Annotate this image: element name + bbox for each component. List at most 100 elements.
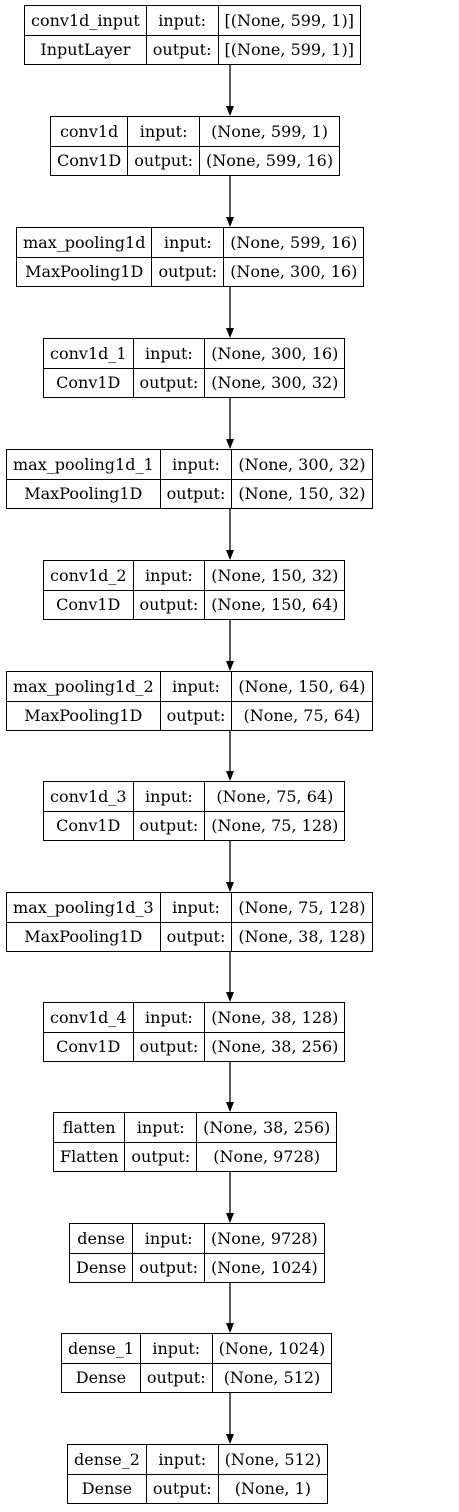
input-label: input: — [132, 338, 206, 369]
layer-name: dense_2 — [67, 1444, 147, 1475]
arrow-head — [226, 328, 234, 338]
input-label: input: — [132, 781, 206, 812]
output-label: output: — [151, 256, 225, 287]
input-shape: (None, 9728) — [204, 1223, 325, 1254]
layer-node-dense-2: dense_2 input: (None, 512) Dense output:… — [67, 1444, 329, 1504]
input-shape: (None, 150, 32) — [204, 560, 346, 591]
layer-node-conv1d-3: conv1d_3 input: (None, 75, 64) Conv1D ou… — [43, 781, 346, 841]
arrow-head — [226, 992, 234, 1002]
input-label: input: — [127, 116, 200, 147]
layer-type: Conv1D — [43, 810, 134, 841]
layer-type: MaxPooling1D — [6, 478, 161, 509]
layer-name: max_pooling1d_2 — [6, 671, 161, 702]
output-shape: [(None, 599, 1)] — [217, 34, 361, 65]
layer-name: conv1d_1 — [43, 338, 134, 369]
layer-name: max_pooling1d_3 — [6, 892, 161, 923]
layer-name: conv1d_2 — [43, 560, 134, 591]
layer-type: Conv1D — [43, 589, 134, 620]
input-shape: (None, 599, 1) — [198, 116, 341, 147]
output-shape: (None, 150, 32) — [231, 478, 373, 509]
layer-node-conv1d-1: conv1d_1 input: (None, 300, 16) Conv1D o… — [43, 338, 346, 398]
layer-node-flatten: flatten input: (None, 38, 256) Flatten o… — [52, 1112, 338, 1172]
input-shape: (None, 1024) — [211, 1333, 333, 1364]
input-shape: (None, 75, 64) — [204, 781, 346, 812]
layer-type: Conv1D — [43, 367, 134, 398]
output-label: output: — [132, 1031, 206, 1062]
input-label: input: — [159, 671, 233, 702]
input-label: input: — [139, 1333, 213, 1364]
output-label: output: — [132, 367, 206, 398]
output-shape: (None, 150, 64) — [204, 589, 346, 620]
layer-name: dense — [68, 1223, 134, 1254]
input-shape: (None, 150, 64) — [231, 671, 373, 702]
input-shape: (None, 75, 128) — [231, 892, 373, 923]
output-label: output: — [159, 700, 233, 731]
output-shape: (None, 75, 64) — [231, 700, 373, 731]
output-label: output: — [132, 810, 206, 841]
input-label: input: — [132, 1002, 206, 1033]
layer-node-conv1d-2: conv1d_2 input: (None, 150, 32) Conv1D o… — [43, 560, 346, 620]
layer-name: conv1d — [49, 116, 129, 147]
output-label: output: — [139, 1362, 213, 1393]
arrow-head — [226, 550, 234, 560]
input-shape: (None, 300, 32) — [231, 449, 373, 480]
layer-node-dense: dense input: (None, 9728) Dense output: … — [68, 1223, 325, 1283]
input-shape: (None, 599, 16) — [223, 227, 365, 258]
input-shape: [(None, 599, 1)] — [217, 5, 361, 36]
output-shape: (None, 38, 256) — [204, 1031, 346, 1062]
layer-node-max-pooling1d-3: max_pooling1d_3 input: (None, 75, 128) M… — [6, 892, 373, 952]
output-shape: (None, 38, 128) — [231, 921, 373, 952]
arrow-head — [226, 1213, 234, 1223]
input-label: input: — [159, 892, 233, 923]
output-shape: (None, 300, 32) — [204, 367, 346, 398]
output-label: output: — [159, 921, 233, 952]
layer-node-max-pooling1d-2: max_pooling1d_2 input: (None, 150, 64) M… — [6, 671, 373, 731]
input-shape: (None, 512) — [217, 1444, 329, 1475]
arrow-head — [226, 882, 234, 892]
layer-node-conv1d-input: conv1d_input input: [(None, 599, 1)] Inp… — [24, 5, 361, 65]
output-shape: (None, 599, 16) — [198, 145, 341, 176]
output-label: output: — [132, 589, 206, 620]
layer-name: conv1d_4 — [43, 1002, 134, 1033]
input-label: input: — [151, 227, 225, 258]
layer-node-conv1d: conv1d input: (None, 599, 1) Conv1D outp… — [49, 116, 341, 176]
layer-type: InputLayer — [24, 34, 147, 65]
layer-name: conv1d_input — [24, 5, 147, 36]
layer-name: flatten — [52, 1112, 126, 1143]
layer-type: MaxPooling1D — [6, 700, 161, 731]
layer-node-max-pooling1d: max_pooling1d input: (None, 599, 16) Max… — [15, 227, 365, 287]
layer-name: conv1d_3 — [43, 781, 134, 812]
arrow-head — [226, 661, 234, 671]
output-label: output: — [145, 34, 219, 65]
output-shape: (None, 1024) — [204, 1252, 325, 1283]
layer-name: max_pooling1d_1 — [6, 449, 161, 480]
output-label: output: — [145, 1473, 219, 1504]
layer-type: Conv1D — [43, 1031, 134, 1062]
layer-type: MaxPooling1D — [6, 921, 161, 952]
layer-node-conv1d-4: conv1d_4 input: (None, 38, 128) Conv1D o… — [43, 1002, 346, 1062]
layer-type: MaxPooling1D — [15, 256, 153, 287]
arrow-head — [226, 1102, 234, 1112]
output-label: output: — [159, 478, 233, 509]
layer-name: max_pooling1d — [15, 227, 153, 258]
input-label: input: — [145, 1444, 219, 1475]
input-shape: (None, 300, 16) — [204, 338, 346, 369]
layer-type: Dense — [68, 1252, 134, 1283]
arrow-head — [226, 439, 234, 449]
input-shape: (None, 38, 128) — [204, 1002, 346, 1033]
output-label: output: — [132, 1252, 206, 1283]
layer-type: Dense — [67, 1473, 147, 1504]
arrow-head — [226, 1434, 234, 1444]
input-shape: (None, 38, 256) — [196, 1112, 338, 1143]
arrow-head — [226, 106, 234, 116]
layer-node-max-pooling1d-1: max_pooling1d_1 input: (None, 300, 32) M… — [6, 449, 373, 509]
layer-type: Dense — [61, 1362, 141, 1393]
output-label: output: — [127, 145, 200, 176]
input-label: input: — [159, 449, 233, 480]
arrow-head — [226, 1323, 234, 1333]
layer-name: dense_1 — [61, 1333, 141, 1364]
output-label: output: — [124, 1141, 198, 1172]
arrow-head — [226, 771, 234, 781]
input-label: input: — [145, 5, 219, 36]
